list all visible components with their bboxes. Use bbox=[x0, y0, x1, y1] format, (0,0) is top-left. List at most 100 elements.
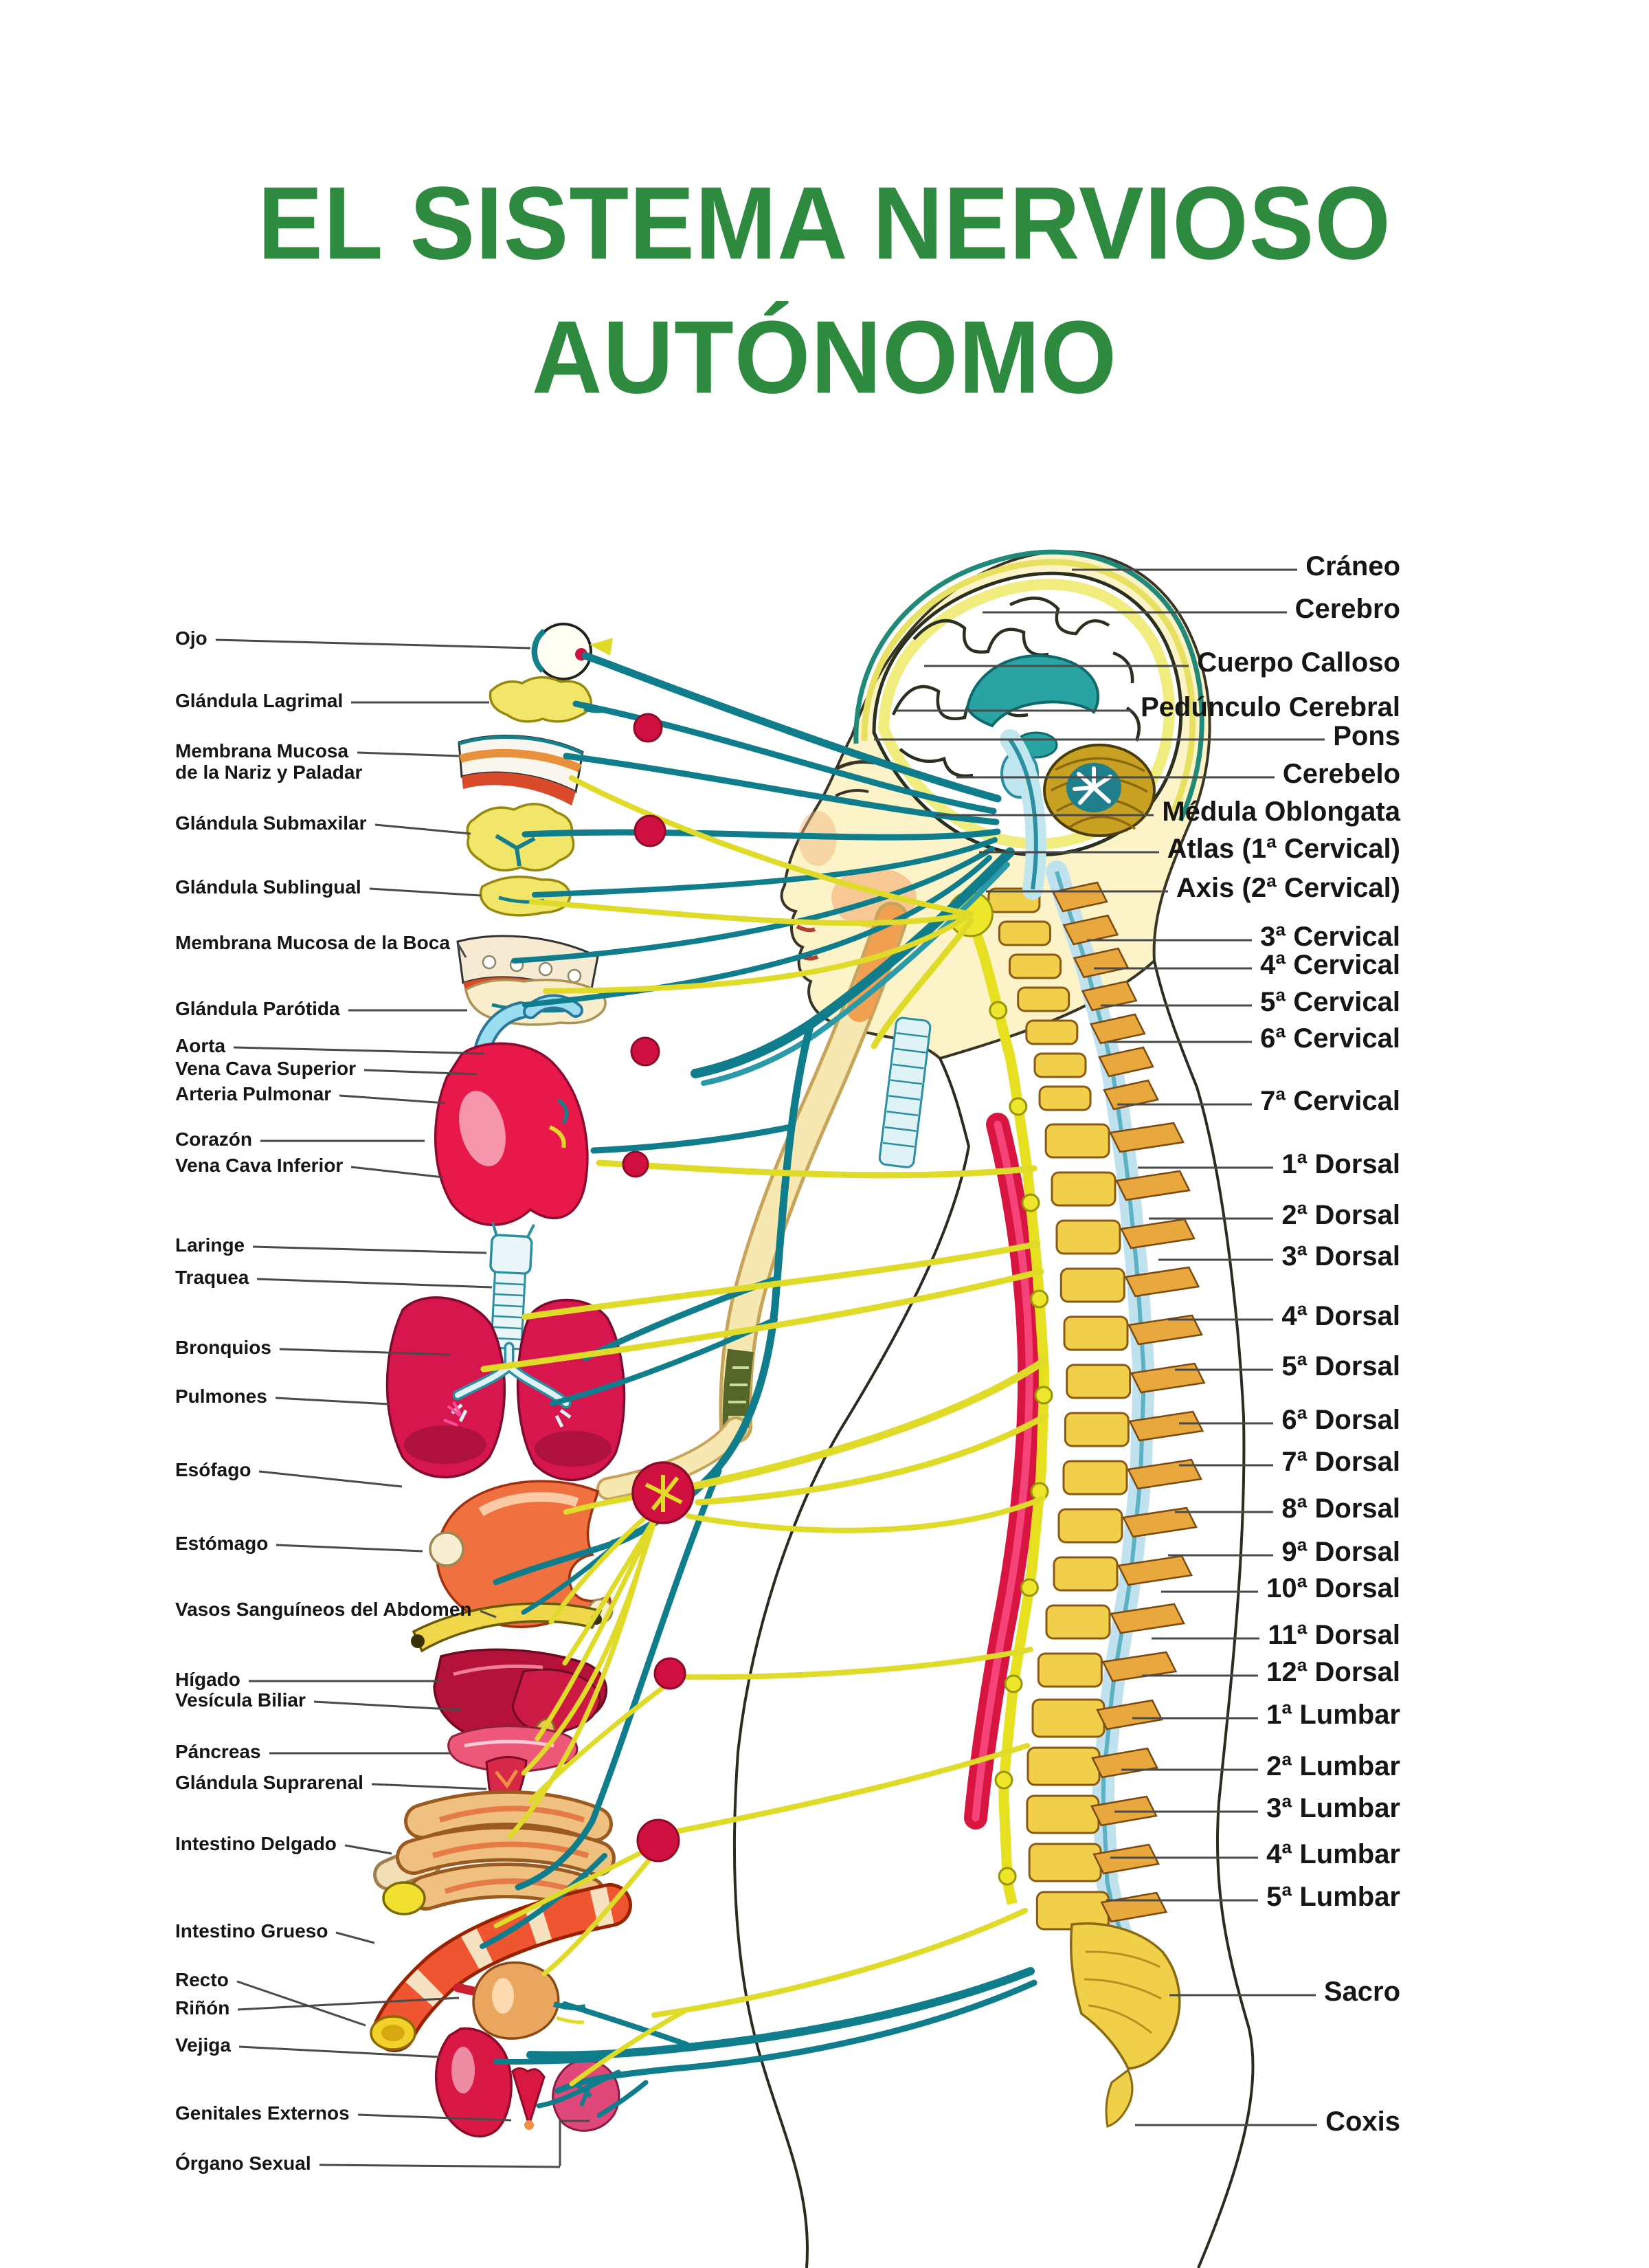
pancreas-illustration bbox=[447, 1725, 579, 1772]
gyri-lines bbox=[891, 597, 1141, 794]
label-left-laringe: Laringe bbox=[175, 1234, 245, 1256]
leader-line-membrana-mucosa-de-la-nariz-y-paladar bbox=[357, 751, 460, 757]
chain-ganglion bbox=[1021, 1193, 1040, 1212]
label-left-vejiga: Vejiga bbox=[175, 2034, 231, 2056]
chain-ganglion bbox=[994, 1770, 1013, 1790]
leader-line-glandula-suprarenal bbox=[371, 1783, 487, 1790]
vertebra-process-4 bbox=[1081, 980, 1138, 1012]
skull-rim-teal bbox=[853, 549, 1204, 822]
label-left-rinon: Riñón bbox=[175, 1997, 230, 2019]
leader-line-intestino-delgado bbox=[344, 1844, 392, 1855]
vertebra-body-18 bbox=[1045, 1604, 1111, 1640]
label-left-membrana-mucosa-de-la-nariz-y-paladar: Membrana Mucosa de la Nariz y Paladar bbox=[175, 740, 363, 783]
chain-ganglion bbox=[1030, 1289, 1049, 1309]
label-right-3-dorsal: 3ª Dorsal bbox=[1281, 1241, 1400, 1271]
leader-line-membrana-mucosa-de-la-boca bbox=[457, 944, 467, 958]
label-left-genitales-externos: Genitales Externos bbox=[175, 2102, 350, 2124]
aorta-highlight bbox=[972, 1120, 1033, 1822]
vertebra-body-9 bbox=[1051, 1171, 1117, 1207]
bladder-illustration bbox=[435, 2027, 513, 2137]
label-left-recto: Recto bbox=[175, 1969, 229, 1990]
cerebellum-star bbox=[1073, 766, 1112, 805]
vertebra-process-14 bbox=[1128, 1410, 1204, 1442]
label-right-medula-oblongata: Médula Oblongata bbox=[1162, 797, 1400, 827]
label-right-4-lumbar: 4ª Lumbar bbox=[1266, 1839, 1400, 1869]
label-right-4-dorsal: 4ª Dorsal bbox=[1281, 1301, 1400, 1331]
lungs-illustration bbox=[385, 1296, 626, 1481]
label-left-intestino-grueso: Intestino Grueso bbox=[175, 1920, 328, 1942]
leader-line-esofago bbox=[258, 1470, 403, 1488]
label-left-membrana-mucosa-de-la-boca: Membrana Mucosa de la Boca bbox=[175, 932, 450, 953]
vertebra-process-16 bbox=[1122, 1507, 1198, 1538]
leader-line-glandula-sublingual bbox=[369, 887, 482, 897]
label-right-1-dorsal: 1ª Dorsal bbox=[1281, 1149, 1400, 1179]
label-right-6-cervical: 6ª Cervical bbox=[1260, 1023, 1400, 1054]
label-right-3-lumbar: 3ª Lumbar bbox=[1266, 1793, 1400, 1823]
leader-line-ojo bbox=[215, 638, 531, 649]
lacrimal-gland-illustration bbox=[489, 676, 609, 723]
label-right-2-dorsal: 2ª Dorsal bbox=[1281, 1200, 1400, 1230]
vertebra-process-6 bbox=[1098, 1046, 1154, 1078]
label-left-corazon: Corazón bbox=[175, 1129, 252, 1150]
larynx-trachea-illustration bbox=[489, 1222, 535, 1350]
vertebra-body-17 bbox=[1053, 1556, 1119, 1592]
vertebra-body-13 bbox=[1066, 1364, 1132, 1399]
vertebra-body-14 bbox=[1064, 1412, 1130, 1447]
face-eye-line bbox=[835, 789, 869, 797]
vertebra-process-2 bbox=[1062, 914, 1119, 946]
vertebra-body-11 bbox=[1059, 1267, 1125, 1303]
ganglia-dots bbox=[622, 713, 695, 1863]
vertebra-body-16 bbox=[1057, 1508, 1123, 1544]
poster-title: EL SISTEMA NERVIOSO AUTÓNOMO bbox=[0, 157, 1649, 425]
label-right-sacro: Sacro bbox=[1323, 1977, 1400, 2007]
label-left-vena-cava-superior: Vena Cava Superior bbox=[175, 1058, 357, 1079]
leader-line-rinon bbox=[237, 1997, 460, 2011]
leader-line-intestino-grueso bbox=[335, 1931, 375, 1944]
leader-lines bbox=[215, 568, 1325, 2168]
label-right-4-cervical: 4ª Cervical bbox=[1260, 950, 1400, 980]
label-right-5-lumbar: 5ª Lumbar bbox=[1266, 1882, 1400, 1912]
vertebra-process-5 bbox=[1090, 1013, 1146, 1045]
label-right-8-dorsal: 8ª Dorsal bbox=[1281, 1493, 1400, 1524]
label-right-pedunculo-cerebral: Pedúnculo Cerebral bbox=[1141, 692, 1400, 722]
label-left-glandula-submaxilar: Glándula Submaxilar bbox=[175, 812, 367, 834]
sympathetic-chain bbox=[965, 912, 1049, 1905]
leader-line-laringe bbox=[252, 1245, 487, 1254]
leader-line-vesicula-biliar bbox=[313, 1700, 462, 1711]
eye-illustration bbox=[531, 623, 613, 680]
label-left-glandula-sublingual: Glándula Sublingual bbox=[175, 876, 361, 898]
label-left-arteria-pulmonar: Arteria Pulmonar bbox=[175, 1083, 332, 1104]
leader-line-recto bbox=[236, 1980, 366, 2027]
chain-ganglion bbox=[1004, 1674, 1023, 1693]
liver-illustration bbox=[433, 1648, 608, 1748]
label-left-pulmones: Pulmones bbox=[175, 1386, 267, 1407]
label-left-glandula-lagrimal: Glándula Lagrimal bbox=[175, 690, 344, 711]
label-right-cuerpo-calloso: Cuerpo Calloso bbox=[1197, 647, 1400, 678]
label-left-vesicula-biliar: Vesícula Biliar bbox=[175, 1689, 306, 1711]
leader-line-arteria-pulmonar bbox=[339, 1094, 446, 1104]
coxis-bone bbox=[1105, 2068, 1134, 2128]
vertebra-process-20 bbox=[1096, 1699, 1163, 1731]
back-body-line bbox=[1153, 960, 1255, 2268]
label-left-estomago: Estómago bbox=[175, 1533, 269, 1554]
leader-line-pulmones bbox=[275, 1397, 390, 1405]
esophagus-illustration bbox=[596, 902, 908, 1500]
label-left-vasos-sanguineos-del-abdomen: Vasos Sanguíneos del Abdomen bbox=[175, 1599, 472, 1620]
chain-ganglion bbox=[1034, 1386, 1053, 1405]
skull-rim-yellow bbox=[861, 559, 1196, 816]
front-body-line bbox=[732, 1058, 971, 2268]
vertebra-body-2 bbox=[998, 920, 1051, 946]
leader-line-vasos-sanguineos-del-abdomen bbox=[480, 1610, 497, 1619]
label-right-6-dorsal: 6ª Dorsal bbox=[1281, 1405, 1400, 1435]
label-right-pons: Pons bbox=[1333, 721, 1400, 751]
leader-line-genitales-externos bbox=[357, 2113, 512, 2122]
title-line-2: AUTÓNOMO bbox=[531, 299, 1118, 416]
label-right-5-dorsal: 5ª Dorsal bbox=[1281, 1351, 1400, 1381]
chain-ganglion bbox=[989, 1001, 1008, 1020]
vertebra-process-18 bbox=[1110, 1603, 1185, 1634]
vertebra-process-15 bbox=[1127, 1458, 1202, 1490]
sympathetic-nerves bbox=[480, 775, 1049, 2087]
label-left-glandula-parotida: Glándula Parótida bbox=[175, 998, 340, 1019]
